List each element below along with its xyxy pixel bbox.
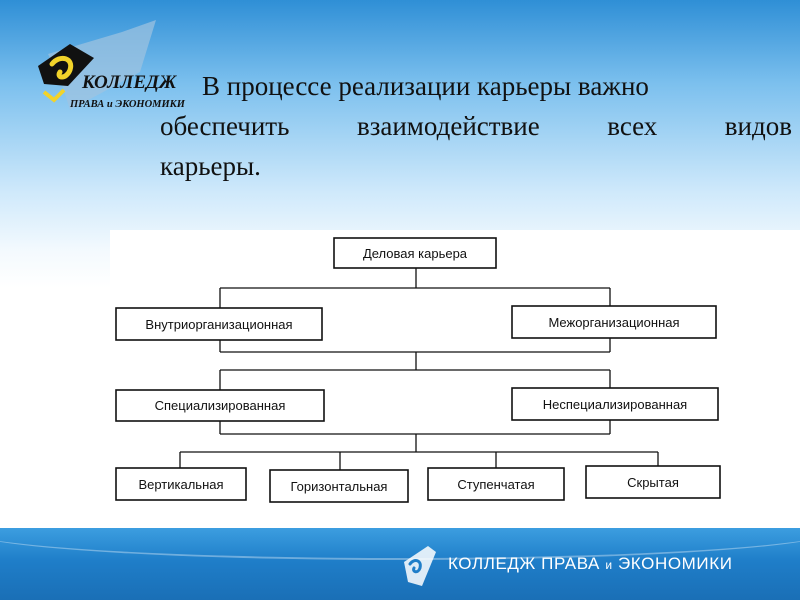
logo-line2: ПРАВА и ЭКОНОМИКИ: [69, 99, 186, 110]
footer-college-and: и: [605, 558, 613, 572]
node-label-horizontal: Горизонтальная: [291, 479, 388, 494]
logo-line1: КОЛЛЕДЖ: [81, 72, 177, 93]
node-horizontal: Горизонтальная: [269, 469, 409, 503]
footer-college-main: КОЛЛЕДЖ ПРАВА: [448, 554, 601, 573]
node-label-specialized: Специализированная: [155, 398, 286, 413]
node-label-vertical: Вертикальная: [138, 477, 223, 492]
slide-heading: В процессе реализации карьеры важно обес…: [160, 66, 792, 186]
node-intra-organizational: Внутриорганизационная: [115, 307, 323, 341]
node-non-specialized: Неспециализированная: [511, 387, 719, 421]
node-label-stepped: Ступенчатая: [457, 477, 534, 492]
college-logo: КОЛЛЕДЖ ПРАВА и ЭКОНОМИКИ: [38, 20, 186, 110]
node-hidden: Скрытая: [585, 465, 721, 499]
node-label-business-career: Деловая карьера: [363, 246, 468, 261]
node-label-hidden: Скрытая: [627, 475, 679, 490]
college-emblem-icon: [404, 546, 436, 586]
college-emblem-icon: [38, 20, 156, 110]
node-label-intra-organizational: Внутриорганизационная: [145, 317, 292, 332]
node-specialized: Специализированная: [115, 389, 325, 422]
node-vertical: Вертикальная: [115, 467, 247, 501]
node-label-non-specialized: Неспециализированная: [543, 397, 687, 412]
footer-college-tail: ЭКОНОМИКИ: [617, 554, 733, 573]
heading-line-1: В процессе реализации карьеры важно: [202, 71, 649, 101]
heading-line-2: обеспечить взаимодействие всех видов: [160, 111, 792, 141]
footer-decorative-arc: [0, 528, 800, 560]
footer-college-name: КОЛЛЕДЖ ПРАВА и ЭКОНОМИКИ: [448, 554, 733, 574]
heading-line-3: карьеры.: [160, 151, 261, 181]
footer-bar: КОЛЛЕДЖ ПРАВА и ЭКОНОМИКИ: [0, 528, 800, 600]
node-stepped: Ступенчатая: [427, 467, 565, 501]
node-label-inter-organizational: Межорганизационная: [548, 315, 679, 330]
node-inter-organizational: Межорганизационная: [511, 305, 717, 339]
career-hierarchy-diagram: Деловая карьера Внутриорганизационная Ме…: [110, 230, 800, 528]
diagram-connectors: [179, 268, 659, 470]
node-business-career: Деловая карьера: [333, 237, 497, 269]
diagram-canvas: Деловая карьера Внутриорганизационная Ме…: [115, 237, 721, 503]
